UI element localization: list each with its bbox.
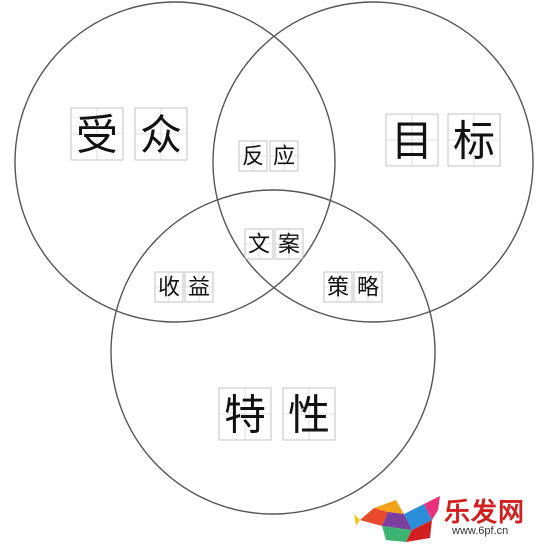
region-audience-char: 众 (140, 111, 182, 160)
region-reaction-char: 应 (273, 145, 295, 170)
region-benefit-char: 收 (158, 276, 180, 301)
region-strategy-char: 略 (357, 276, 379, 301)
label-audience-char-1: 受 (70, 107, 124, 161)
label-reaction-char-2: 应 (269, 140, 299, 172)
circle-audience (14, 1, 336, 323)
label-copywriting-char-2: 案 (274, 228, 304, 260)
label-goal-char-2: 标 (447, 113, 501, 167)
region-benefit-char: 益 (188, 276, 210, 301)
label-feature-char-2: 性 (282, 387, 336, 441)
label-benefit-char-1: 收 (154, 271, 184, 303)
region-goal-char: 标 (453, 117, 495, 166)
region-audience-char: 受 (76, 111, 118, 160)
region-copywriting-char: 案 (278, 233, 300, 258)
label-copywriting-char-1: 文 (244, 228, 274, 260)
label-benefit-char-2: 益 (184, 271, 214, 303)
circle-goal (212, 1, 534, 323)
label-audience-char-2: 众 (134, 107, 188, 161)
label-goal-char-1: 目 (385, 113, 439, 167)
bull-logo-icon (354, 496, 440, 542)
region-goal-char: 目 (391, 117, 433, 166)
watermark: 乐发网 www.6pf.cn (352, 490, 542, 546)
region-feature-char: 性 (288, 391, 330, 440)
region-feature-char: 特 (224, 391, 266, 440)
label-strategy-char-1: 策 (323, 271, 353, 303)
brand-logo-text: 乐发网 (444, 498, 526, 528)
watermark-url: www.6pf.cn (452, 525, 509, 537)
label-reaction-char-1: 反 (238, 140, 268, 172)
circle-feature (110, 189, 436, 515)
label-feature-char-1: 特 (218, 387, 272, 441)
region-reaction-char: 反 (242, 145, 264, 170)
region-labels: 受众 目标特性 反应文案收益 策略 (70, 107, 501, 441)
label-strategy-char-2: 略 (353, 271, 383, 303)
region-strategy-char: 策 (327, 276, 349, 301)
region-copywriting-char: 文 (248, 233, 270, 258)
